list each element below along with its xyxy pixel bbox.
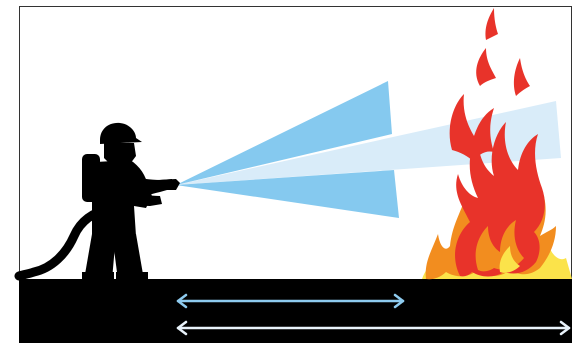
ground-strip [19,279,572,343]
